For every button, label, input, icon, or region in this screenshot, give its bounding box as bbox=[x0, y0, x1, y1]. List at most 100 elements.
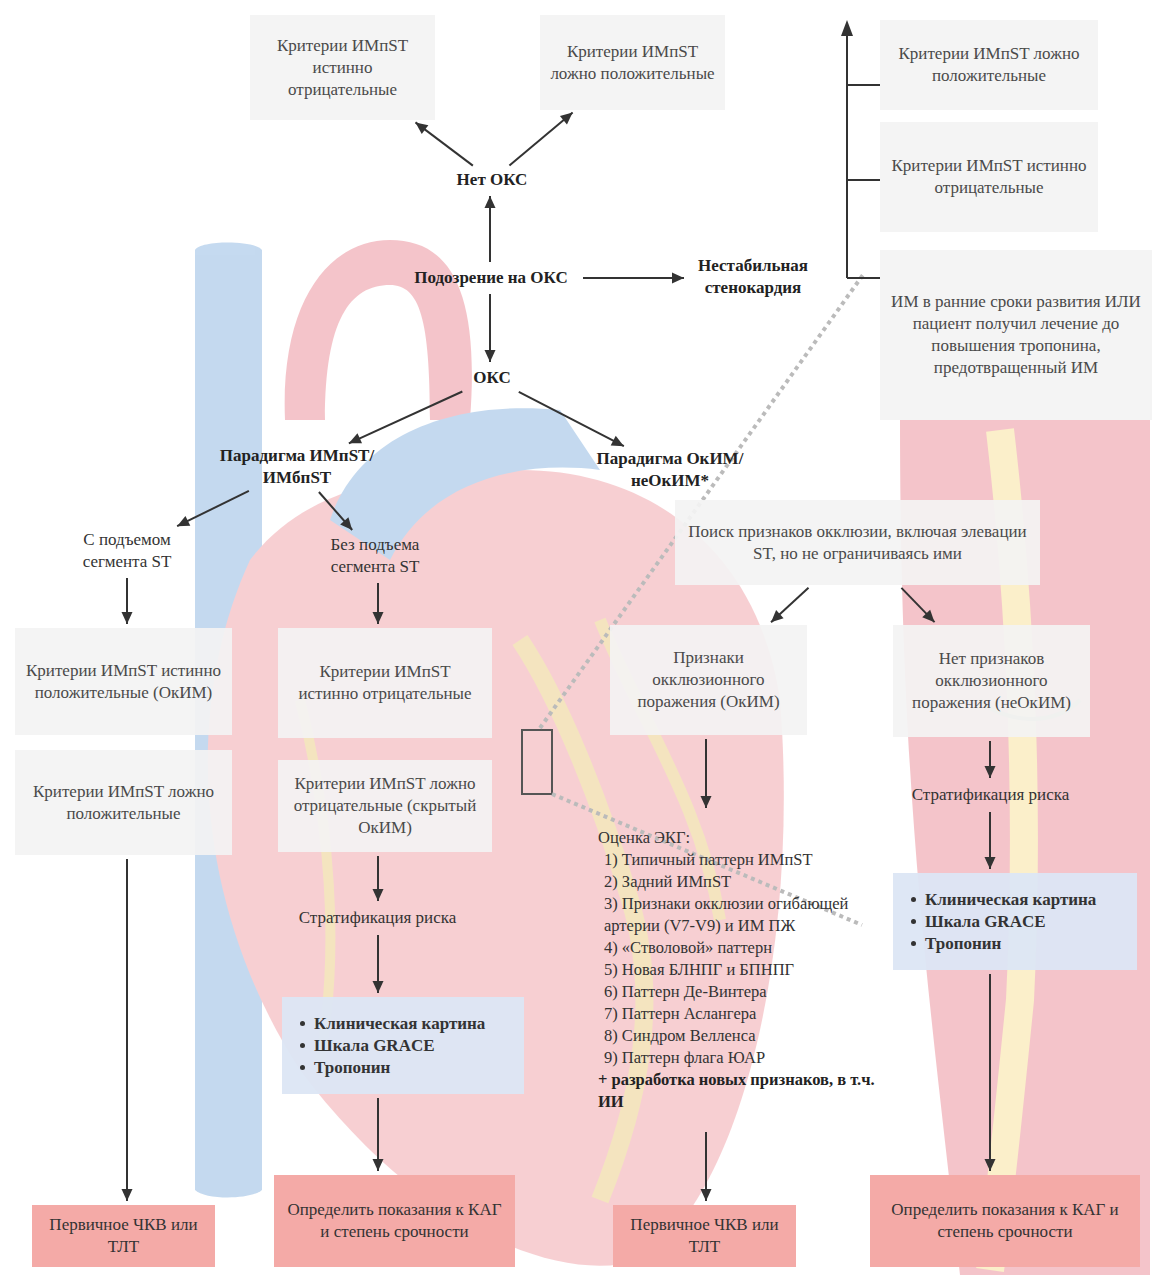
arrow-head bbox=[560, 113, 573, 125]
arrow-head bbox=[771, 610, 784, 622]
list-item: + разработка новых признаков, в т.ч. ИИ bbox=[598, 1069, 876, 1113]
node-text: Критерии ИМпST истинно отрицательные bbox=[288, 661, 482, 705]
arrow-head bbox=[340, 517, 352, 530]
branch-label: Нестабильная стенокардия bbox=[688, 254, 818, 300]
list-item: 8) Синдром Велленса bbox=[598, 1025, 755, 1047]
arrow-head bbox=[415, 122, 428, 134]
flow-arrow bbox=[373, 583, 384, 624]
arrow-head bbox=[177, 516, 190, 526]
node-text: Стратификация риска bbox=[299, 907, 457, 929]
flow-arrow bbox=[122, 578, 133, 624]
flow-arrow bbox=[319, 492, 352, 530]
arrow-line bbox=[377, 1098, 379, 1171]
branch-label: Нет ОКС bbox=[446, 168, 538, 192]
action-box: Первичное ЧКВ или ТЛТ bbox=[613, 1205, 796, 1267]
flow-arrow bbox=[509, 113, 572, 166]
list-item: 2) Задний ИМпST bbox=[598, 871, 731, 893]
paradigm-label: Парадигма ИМпST/ИМбпST bbox=[210, 445, 384, 489]
bullet-text: Клиническая картина bbox=[314, 1013, 485, 1035]
node-text: Стратификация риска bbox=[912, 784, 1070, 806]
step-label: Стратификация риска bbox=[893, 782, 1088, 808]
arrow-head bbox=[701, 1189, 712, 1201]
arrow-head bbox=[485, 196, 496, 208]
arrow-head bbox=[985, 766, 996, 778]
criteria-box: Критерии ИМпST ложно положительные bbox=[15, 750, 232, 855]
node-text: Признаки окклюзионного поражения (ОкИМ) bbox=[620, 647, 797, 713]
bullet-text: Тропонин bbox=[314, 1057, 390, 1079]
node-text: Определить показания к КАГ и степень сро… bbox=[880, 1199, 1130, 1243]
criteria-box: Критерии ИМпST истинно положительные (Ок… bbox=[15, 628, 232, 735]
risk-box: Клиническая картинаШкала GRACEТропонин bbox=[282, 997, 524, 1094]
bullet-dot bbox=[911, 919, 916, 924]
flow-arrow bbox=[373, 935, 384, 993]
criteria-box: Критерии ИМпST ложно положительные bbox=[880, 20, 1098, 110]
flow-arrow bbox=[901, 588, 934, 622]
flow-arrow bbox=[985, 812, 996, 869]
arrow-line bbox=[377, 856, 379, 901]
arrow-line bbox=[489, 196, 491, 262]
list-item: Оценка ЭКГ: bbox=[598, 827, 690, 849]
flow-arrow bbox=[373, 856, 384, 901]
bullet-text: Шкала GRACE bbox=[925, 911, 1046, 933]
arrow-line bbox=[989, 812, 991, 869]
bullet-row: Клиническая картина bbox=[911, 889, 1096, 911]
node-text: Нет ОКС bbox=[457, 169, 528, 191]
arrow-head bbox=[122, 1189, 133, 1201]
node-text: Первичное ЧКВ или ТЛТ bbox=[623, 1214, 786, 1258]
bullet-dot bbox=[300, 1021, 305, 1026]
paradigm-label: Парадигма ОкИМ/неОкИМ* bbox=[578, 448, 762, 492]
flow-arrow bbox=[485, 196, 496, 262]
arrow-head bbox=[611, 436, 624, 446]
arrow-line bbox=[771, 588, 808, 623]
node-text: Критерии ИМпST ложно положительные bbox=[550, 41, 715, 85]
zoom-frame bbox=[522, 730, 552, 794]
node-text: Критерии ИМпST ложно положительные bbox=[25, 781, 222, 825]
node-text: Поиск признаков окклюзии, включая элевац… bbox=[685, 521, 1030, 565]
arrow-line bbox=[989, 974, 991, 1171]
flow-arrow bbox=[177, 491, 249, 526]
arrow-head bbox=[349, 433, 362, 443]
arrow-line bbox=[349, 392, 463, 444]
leader-lines bbox=[522, 272, 865, 925]
node-text: Критерии ИМпST ложно отрицательные (скры… bbox=[288, 773, 482, 839]
bullet-dot bbox=[911, 941, 916, 946]
note-box: ИМ в ранние сроки развития ИЛИ пациент п… bbox=[880, 250, 1152, 420]
bullet-row: Шкала GRACE bbox=[300, 1035, 435, 1057]
start-label: Подозрение на ОКС bbox=[403, 266, 579, 290]
flow-arrow bbox=[985, 741, 996, 778]
flow-arrow bbox=[701, 739, 712, 808]
arrow-head bbox=[373, 1159, 384, 1171]
flow-arrow bbox=[519, 392, 624, 446]
bullet-row: Клиническая картина bbox=[300, 1013, 485, 1035]
list-item: 4) «Стволовой» паттерн bbox=[598, 937, 772, 959]
list-item: 3) Признаки окклюзии огибающей артерии (… bbox=[598, 893, 876, 937]
arrow-head bbox=[122, 612, 133, 624]
bullet-dot bbox=[300, 1065, 305, 1070]
node-text: Критерии ИМпST истинно отрицательные bbox=[260, 35, 425, 101]
action-box: Определить показания к КАГ и степень сро… bbox=[870, 1175, 1140, 1267]
list-item: 9) Паттерн флага ЮАР bbox=[598, 1047, 765, 1069]
list-item: 5) Новая БЛНПГ и БПНПГ bbox=[598, 959, 794, 981]
branch-label: С подъемом сегмента ST bbox=[62, 528, 192, 574]
arrow-head bbox=[672, 273, 684, 284]
bullet-row: Тропонин bbox=[300, 1057, 390, 1079]
criteria-box: Критерии ИМпST ложно отрицательные (скры… bbox=[278, 760, 492, 852]
arrow-head bbox=[373, 889, 384, 901]
arrow-line bbox=[415, 122, 472, 165]
arrow-line bbox=[126, 578, 128, 624]
node-text: ИМ в ранние сроки развития ИЛИ пациент п… bbox=[890, 291, 1142, 379]
bullet-dot bbox=[911, 897, 916, 902]
arrow-line bbox=[705, 1132, 707, 1201]
arrow-line bbox=[377, 935, 379, 993]
action-box: Определить показания к КАГ и степень сро… bbox=[274, 1175, 515, 1267]
criteria-box: Критерии ИМпST ложно положительные bbox=[540, 15, 725, 110]
node-text: Парадигма ИМпST/ИМбпST bbox=[210, 445, 384, 489]
arrow-head bbox=[485, 350, 496, 362]
node-text: Подозрение на ОКС bbox=[414, 267, 568, 289]
process-box: Поиск признаков окклюзии, включая элевац… bbox=[675, 500, 1040, 585]
node-text: ОКС bbox=[473, 367, 510, 389]
criteria-box: Критерии ИМпST истинно отрицательные bbox=[880, 122, 1098, 232]
bullet-text: Тропонин bbox=[925, 933, 1001, 955]
arrow-line bbox=[901, 588, 934, 622]
